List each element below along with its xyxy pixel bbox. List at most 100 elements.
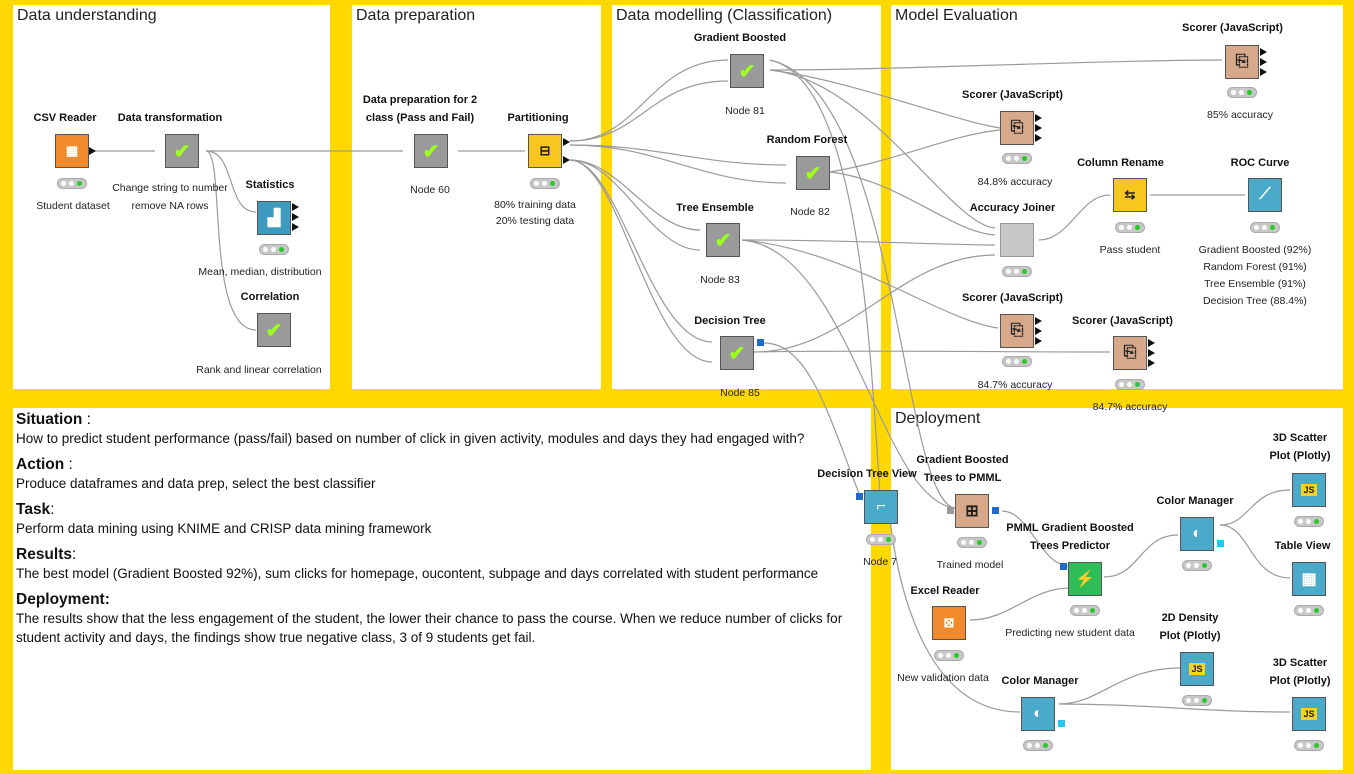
scorer-top-node[interactable]: ⎘	[1225, 45, 1259, 79]
scorer-top-out-3[interactable]	[1260, 68, 1267, 76]
gb-pmml-node[interactable]: ⊞	[955, 494, 989, 528]
conn-joiner-rename	[1038, 194, 1111, 241]
statistics-out-port-1[interactable]	[292, 203, 299, 211]
decision-tree-view-status	[866, 534, 896, 545]
conn-color2-density	[1058, 667, 1181, 705]
conn-dt-dtview	[763, 342, 861, 497]
decision-tree-view-in-port[interactable]	[856, 493, 863, 500]
color-manager-2-title: Color Manager	[1001, 675, 1079, 687]
results-heading: Results	[16, 546, 72, 563]
gb-pmml-status	[957, 537, 987, 548]
gb-pmml-in-port[interactable]	[947, 507, 954, 514]
scatter-1-status	[1294, 516, 1324, 527]
pmml-predictor-in-port[interactable]	[1060, 563, 1067, 570]
deployment-heading: Deployment:	[16, 591, 110, 608]
scatter-1-node[interactable]: JS	[1292, 473, 1326, 507]
scatter-2-status	[1294, 740, 1324, 751]
color-manager-1-node[interactable]: ◐	[1180, 517, 1214, 551]
pmml-predictor-node[interactable]: ⚡	[1068, 562, 1102, 596]
deployment-text: The results show that the less engagemen…	[16, 611, 843, 645]
conn-predictor-color1	[1103, 534, 1179, 578]
js-plot-icon: JS	[1189, 663, 1205, 675]
random-forest-node[interactable]: ✔	[796, 156, 830, 190]
action-sep: :	[64, 456, 73, 473]
data-transformation-label-1: Change string to number	[112, 182, 228, 194]
tree-ensemble-node[interactable]: ✔	[706, 223, 740, 257]
table-view-node[interactable]: ▦	[1292, 562, 1326, 596]
gb-pmml-out-port[interactable]	[992, 507, 999, 514]
partitioning-out-port-2[interactable]	[563, 156, 570, 164]
scorer-2-out-2[interactable]	[1035, 327, 1042, 335]
conn-gb-dtview	[769, 59, 881, 495]
scatter-2-node[interactable]: JS	[1292, 697, 1326, 731]
color-manager-1-status	[1182, 560, 1212, 571]
scorer-1-status	[1002, 153, 1032, 164]
predictor-icon: ⚡	[1075, 571, 1095, 588]
conn-gb-scorer1	[769, 69, 1001, 129]
scorer-1-node[interactable]: ⎘	[1000, 111, 1034, 145]
table-reader-icon: ▦	[65, 143, 79, 158]
color-manager-1-title: Color Manager	[1156, 495, 1234, 507]
conn-excel-predictor	[969, 587, 1071, 621]
scorer-top-out-1[interactable]	[1260, 48, 1267, 56]
decision-tree-out-port[interactable]	[757, 339, 764, 346]
conn-te-scorer2	[741, 239, 999, 329]
color-manager-2-node[interactable]: ◐	[1021, 697, 1055, 731]
scorer-2-out-3[interactable]	[1035, 337, 1042, 345]
column-rename-node[interactable]: ⇆	[1113, 178, 1147, 212]
scorer-2-node[interactable]: ⎘	[1000, 314, 1034, 348]
scorer-2-status	[1002, 356, 1032, 367]
scorer-3-out-1[interactable]	[1148, 339, 1155, 347]
color-manager-2-out-port[interactable]	[1058, 720, 1065, 727]
accuracy-joiner-node[interactable]	[1000, 223, 1034, 257]
excel-icon: ⊠	[943, 615, 955, 630]
csv-reader-out-port[interactable]	[89, 147, 96, 155]
correlation-label: Rank and linear correlation	[196, 364, 322, 376]
data-transformation-label-2: remove NA rows	[131, 200, 209, 212]
scorer-3-out-2[interactable]	[1148, 349, 1155, 357]
excel-reader-node[interactable]: ⊠	[932, 606, 966, 640]
scorer-3-node[interactable]: ⎘	[1113, 336, 1147, 370]
decision-tree-view-title: Decision Tree View	[817, 468, 917, 480]
conn-part-rf2	[569, 144, 787, 184]
gb-pmml-title-2: Trees to PMML	[923, 472, 1002, 484]
panel-data-preparation: Data preparation	[352, 5, 601, 389]
statistics-out-port-3[interactable]	[292, 223, 299, 231]
density-node[interactable]: JS	[1180, 652, 1214, 686]
scorer-3-out-3[interactable]	[1148, 359, 1155, 367]
decision-tree-view-node[interactable]: ⌐	[864, 490, 898, 524]
scorer-1-out-1[interactable]	[1035, 114, 1042, 122]
conn-te-pmml2	[741, 239, 956, 509]
table-view-status	[1294, 605, 1324, 616]
situation-text: How to predict student performance (pass…	[16, 431, 805, 446]
scorer-top-out-2[interactable]	[1260, 58, 1267, 66]
scorer-2-out-1[interactable]	[1035, 317, 1042, 325]
color-manager-1-out-port[interactable]	[1217, 540, 1224, 547]
scorer-1-out-2[interactable]	[1035, 124, 1042, 132]
statistics-status	[259, 244, 289, 255]
conn-gb-pmml	[769, 59, 956, 509]
decision-tree-node[interactable]: ✔	[720, 336, 754, 370]
correlation-node[interactable]: ✔	[257, 313, 291, 347]
excel-reader-title: Excel Reader	[910, 585, 980, 597]
statistics-node[interactable]: ▟	[257, 201, 291, 235]
partitioning-node[interactable]: ⊟	[528, 134, 562, 168]
roc-curve-node[interactable]: ⟋	[1248, 178, 1282, 212]
data-transformation-node[interactable]: ✔	[165, 134, 199, 168]
accuracy-joiner-title: Accuracy Joiner	[969, 202, 1056, 214]
panel-title-modelling: Data modelling (Classification)	[616, 7, 833, 24]
gradient-boosted-node[interactable]: ✔	[730, 54, 764, 88]
panel-title-evaluation: Model Evaluation	[895, 7, 1018, 24]
panel-title-preparation: Data preparation	[356, 7, 476, 24]
panel-description	[13, 408, 871, 770]
partitioning-out-port-1[interactable]	[563, 138, 570, 146]
scorer-3-label: 84.7% accuracy	[1092, 401, 1168, 413]
scatter-2-title-2: Plot (Plotly)	[1269, 675, 1331, 687]
prep2-node[interactable]: ✔	[414, 134, 448, 168]
statistics-out-port-2[interactable]	[292, 213, 299, 221]
pmml-predictor-label: Predicting new student data	[1005, 627, 1135, 639]
csv-reader-node[interactable]: ▦	[55, 134, 89, 168]
situation-heading: Situation	[16, 411, 83, 428]
scorer-1-out-3[interactable]	[1035, 134, 1042, 142]
